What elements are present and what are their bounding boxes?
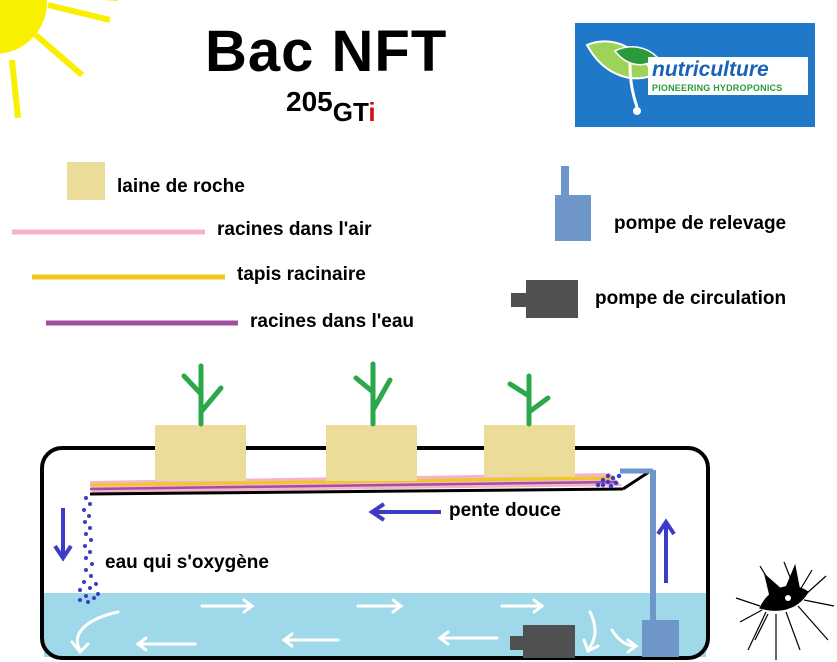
rockwool-swatch [67, 162, 105, 200]
gentle-slope-label: pente douce [449, 500, 561, 521]
water-droplets [595, 473, 622, 489]
nutriculture-logo: nutriculture PIONEERING HYDROPONICS [575, 23, 815, 127]
legend-circulation-pump-label: pompe de circulation [595, 288, 787, 309]
left-arrow-icon [368, 502, 441, 522]
sun-icon [0, 0, 118, 119]
page-title: Bac NFT [205, 19, 448, 84]
page-subtitle: 205GTi [286, 86, 376, 127]
subtitle-gt: GT [332, 97, 369, 127]
legend-air-roots-label: racines dans l'air [217, 219, 372, 240]
up-arrow-icon [656, 518, 676, 583]
down-arrow-icon [53, 508, 73, 562]
legend-lift-pump-label: pompe de relevage [614, 213, 787, 234]
rockwool-cube [484, 425, 575, 477]
nft-channel [89, 468, 653, 496]
legend-root-mat-label: tapis racinaire [237, 264, 366, 285]
legend-rockwool-label: laine de roche [117, 176, 245, 197]
plant-icon [181, 363, 224, 427]
legend-water-roots-label: racines dans l'eau [250, 311, 414, 332]
leaf-icon [585, 40, 659, 115]
cat-doodle-icon [735, 561, 835, 660]
falling-water-droplets [78, 496, 100, 604]
oxygenating-water-label: eau qui s'oxygène [105, 552, 269, 573]
subtitle-number: 205 [286, 86, 333, 117]
subtitle-i: i [368, 97, 376, 127]
rockwool-cube [155, 425, 246, 481]
lift-pump-icon [555, 166, 591, 241]
circulation-pump-icon [511, 280, 578, 318]
logo-tagline: PIONEERING HYDROPONICS [648, 81, 808, 95]
circulation-pump [510, 625, 575, 658]
plant-icon [507, 373, 551, 427]
rockwool-cube [326, 425, 417, 481]
plant-icon [353, 361, 393, 427]
lift-pump [620, 468, 679, 657]
logo-name: nutriculture [648, 57, 808, 82]
water-flow-arrows [70, 598, 639, 655]
